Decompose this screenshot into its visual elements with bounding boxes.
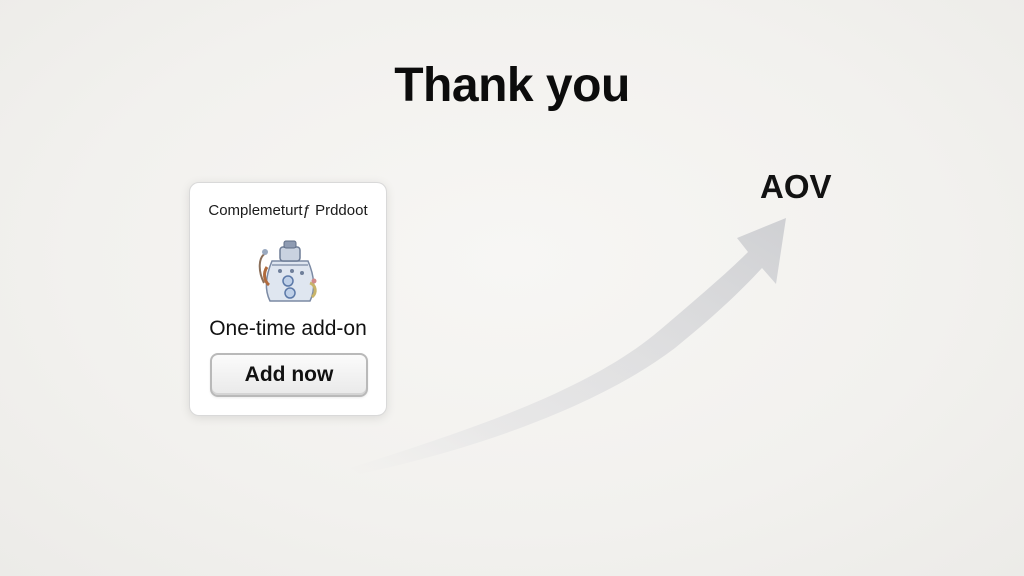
offer-card-title: Complemeturtƒ Prddoot	[208, 202, 368, 219]
aov-label: AOV	[760, 168, 832, 205]
add-now-button[interactable]: Add now	[210, 353, 368, 397]
offer-card-subtitle: One-time add-on	[209, 317, 367, 340]
kettle-product-icon	[258, 240, 317, 302]
offer-card: Complemeturtƒ Prddoot One-time add-on	[189, 182, 387, 416]
page-title: Thank you	[394, 59, 630, 112]
